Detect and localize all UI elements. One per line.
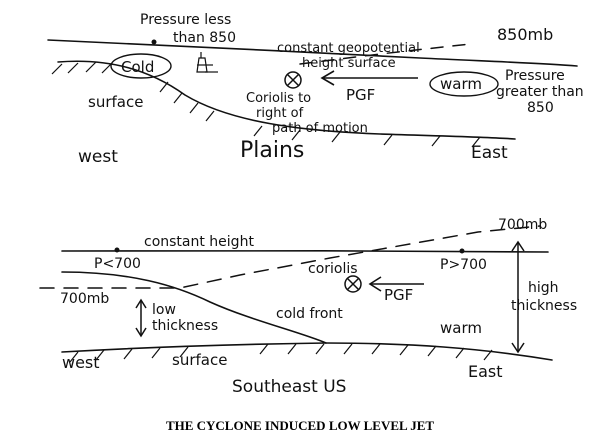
p-less-700-label: P<700	[94, 256, 141, 272]
coriolis-label-line3: path of motion	[272, 121, 368, 136]
bottom-dashed-700-line	[39, 225, 541, 289]
top-coriolis-icon	[284, 71, 302, 89]
top-850mb-label: 850mb	[497, 25, 553, 44]
bottom-constant-height-line	[61, 249, 549, 253]
top-surface-label: surface	[88, 93, 143, 111]
top-pgf-label: PGF	[346, 86, 375, 104]
p-greater-700-label: P>700	[440, 257, 487, 273]
bottom-coriolis-label: coriolis	[308, 261, 358, 277]
bottom-warm-label: warm	[440, 319, 482, 337]
bottom-hatching	[69, 343, 493, 363]
cold-ellipse	[110, 53, 172, 79]
cold-front-curve	[61, 271, 327, 344]
bottom-panel: 700mb constant height P<700 coriolis P>7…	[39, 217, 577, 397]
bottom-east-label: East	[468, 362, 503, 381]
bottom-pgf-label: PGF	[384, 286, 413, 304]
southeast-us-label: Southeast US	[232, 377, 346, 397]
top-west-label: west	[78, 147, 118, 167]
pressure-greater-label-line1: Pressure	[505, 68, 565, 84]
top-surface-curve	[57, 60, 516, 140]
low-thickness-label-line1: low	[152, 302, 176, 318]
plains-label: Plains	[240, 138, 304, 163]
const-geopotential-label-line2: height surface	[302, 56, 396, 71]
tower-icon	[196, 52, 218, 73]
bottom-west-label: west	[62, 353, 100, 372]
pressure-greater-label-line3: 850	[527, 100, 554, 116]
coriolis-label-line2: right of	[256, 106, 304, 121]
bottom-700mb-top-label: 700mb	[498, 217, 547, 233]
top-dashed-line	[299, 43, 471, 65]
pressure-greater-label-line2: greater than	[496, 84, 584, 100]
top-850mb-line	[47, 39, 578, 67]
constant-height-label: constant height	[144, 234, 254, 250]
pressure-less-label-line1: Pressure less	[140, 12, 231, 28]
cold-front-label: cold front	[276, 306, 343, 322]
bottom-coriolis-icon	[344, 275, 362, 293]
top-panel: Pressure less than 850 850mb constant ge…	[47, 12, 584, 167]
const-geopotential-label-line1: constant geopotential	[277, 41, 420, 56]
bottom-point-marker-right	[459, 248, 465, 254]
coriolis-label-line1: Coriolis to	[246, 91, 311, 106]
bottom-surface-label: surface	[172, 351, 227, 369]
bottom-pgf-arrow	[368, 276, 424, 292]
figure-caption: THE CYCLONE INDUCED LOW LEVEL JET	[166, 418, 434, 433]
pressure-less-label-line2: than 850	[173, 30, 236, 46]
top-point-marker	[151, 39, 157, 45]
high-thickness-label-line2: thickness	[511, 298, 577, 314]
bottom-700mb-left-label: 700mb	[60, 291, 109, 307]
warm-ellipse	[429, 71, 499, 97]
cold-label: Cold	[121, 58, 154, 76]
top-hatching	[51, 61, 481, 148]
top-pgf-arrow	[320, 70, 418, 86]
high-thickness-label-line1: high	[528, 280, 559, 296]
low-thickness-arrow	[135, 298, 147, 338]
bottom-point-marker-left	[114, 247, 120, 253]
bottom-surface-line	[61, 342, 553, 361]
top-warm-label: warm	[440, 75, 482, 93]
high-thickness-arrow	[511, 240, 525, 354]
top-east-label: East	[471, 143, 508, 163]
low-thickness-label-line2: thickness	[152, 318, 218, 334]
